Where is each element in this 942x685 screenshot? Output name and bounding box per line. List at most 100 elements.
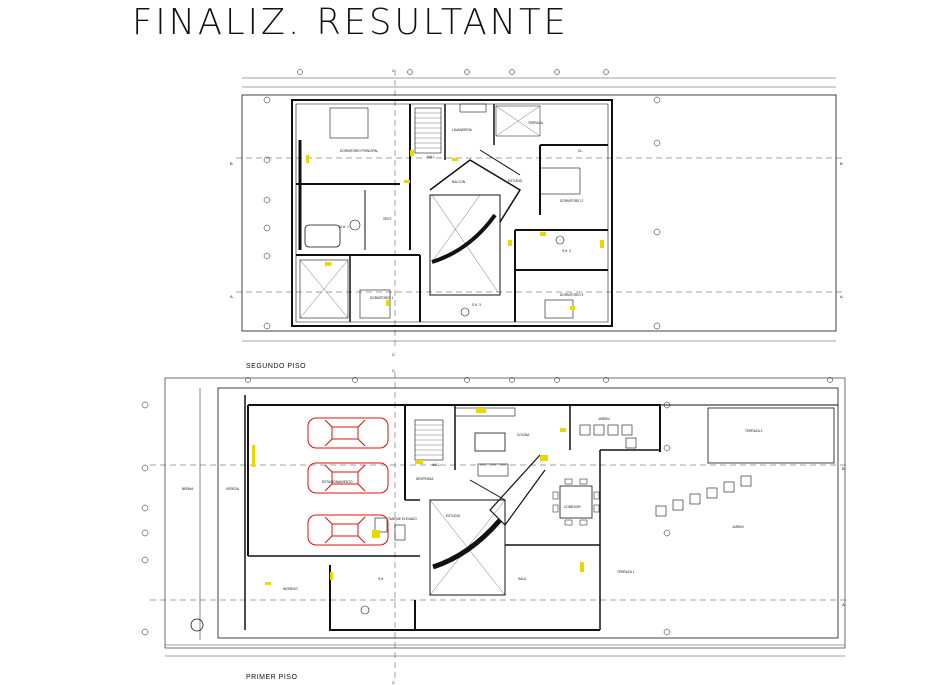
room-label: LAVANDERIA xyxy=(452,128,473,132)
toilet-icon xyxy=(460,307,470,317)
section-mark-a-left: A xyxy=(230,294,233,299)
axis-bubble xyxy=(663,628,671,636)
axis-bubble xyxy=(141,401,149,409)
axis-bubble xyxy=(263,224,271,232)
axis-bubble xyxy=(141,556,149,564)
room-label: SALA xyxy=(518,577,527,581)
section-mark-b-right: B xyxy=(840,161,843,166)
axis-bubble xyxy=(509,69,515,75)
drawing-title: FINALIZ. RESULTANTE xyxy=(132,2,569,43)
stepping-stone xyxy=(689,493,701,505)
upper-terrace-cross xyxy=(495,105,541,137)
room-label: ESTUDIO xyxy=(508,179,523,183)
stepping-stone xyxy=(625,437,637,449)
room-label: TERRAZA 1 xyxy=(617,570,635,574)
axis-bubble xyxy=(263,322,271,330)
lower-section-markers: B A C C xyxy=(392,368,845,685)
lower-building-wall xyxy=(414,600,600,631)
upper-stair-cross xyxy=(431,194,499,293)
bathtub-icon xyxy=(304,224,341,248)
bed-icon xyxy=(329,107,369,139)
door-mark xyxy=(330,572,333,580)
stepping-stone xyxy=(740,475,752,487)
lower-doors xyxy=(252,408,584,585)
upper-stair-void xyxy=(429,194,501,296)
section-mark-c-bottom: C xyxy=(392,352,395,357)
axis-bubble xyxy=(464,69,470,75)
axis-bubble xyxy=(263,196,271,204)
upper-void-cross xyxy=(299,259,349,319)
axis-bubble xyxy=(141,464,149,472)
axis-bubble xyxy=(509,377,515,383)
axis-bubble xyxy=(141,529,149,537)
stepping-stone xyxy=(723,481,735,493)
axis-bubble xyxy=(653,96,661,104)
lower-lot-outline xyxy=(164,377,846,649)
stepping-stone xyxy=(593,424,605,436)
room-label: INGRESO xyxy=(283,587,298,591)
axis-bubble xyxy=(653,228,661,236)
lower-building-wall xyxy=(329,565,415,631)
door-mark xyxy=(265,582,271,585)
chair-icon xyxy=(552,504,559,513)
lower-diagonal-wall xyxy=(489,454,546,526)
door-mark xyxy=(508,240,512,246)
room-label: HALL xyxy=(432,463,440,467)
door-mark xyxy=(600,240,604,248)
door-mark xyxy=(252,445,255,467)
door-mark xyxy=(404,180,410,183)
axis-bubble xyxy=(827,377,833,383)
room-label: COMEDOR xyxy=(564,505,581,509)
axis-bubble xyxy=(263,252,271,260)
upper-balcony-diagonal xyxy=(479,149,521,176)
room-label: TERRAZA xyxy=(528,121,544,125)
upper-service-stair-treads xyxy=(415,112,441,149)
axis-bubble xyxy=(653,322,661,330)
axis-bubble xyxy=(245,377,251,383)
bed-icon xyxy=(359,289,391,319)
stepping-stone xyxy=(621,424,633,436)
chair-icon xyxy=(564,478,573,485)
upper-doors xyxy=(306,150,604,310)
axis-bubble xyxy=(554,69,560,75)
section-mark-a-right: A xyxy=(842,602,845,607)
pantry-box xyxy=(477,463,509,477)
tank-box xyxy=(374,517,388,533)
stepping-stone xyxy=(672,499,684,511)
door-mark xyxy=(410,150,414,156)
upper-section-markers: B B A A C C xyxy=(230,68,843,357)
door-mark xyxy=(372,530,380,538)
room-label: VEST. xyxy=(383,217,392,221)
north-arrow-icon xyxy=(190,618,204,632)
axis-bubble xyxy=(263,156,271,164)
chair-icon xyxy=(564,519,573,526)
upper-axis-bubbles xyxy=(263,69,661,330)
room-label: HALL xyxy=(427,155,435,159)
section-mark-c-bottom: C xyxy=(392,680,395,685)
lower-axis-bubbles xyxy=(141,377,833,636)
stepping-stone xyxy=(607,424,619,436)
chair-icon xyxy=(552,491,559,500)
bed-icon xyxy=(539,167,581,195)
door-mark xyxy=(580,562,584,572)
lower-room-labels: ESTACIONAMIENTO COCINA COMEDOR JARDIN JA… xyxy=(182,417,763,591)
chair-icon xyxy=(593,491,600,500)
axis-bubble xyxy=(407,69,413,75)
room-label: COCINA xyxy=(517,433,530,437)
upper-stair-flight xyxy=(431,213,497,264)
room-label: DORMITORIO 1 xyxy=(370,296,394,300)
axis-bubble xyxy=(263,96,271,104)
upper-room-labels: DORMITORIO PRINCIPAL LAVANDERIA TERRAZA … xyxy=(340,121,584,307)
room-label: ESTACIONAMIENTO xyxy=(322,480,353,484)
stepping-stone xyxy=(655,505,667,517)
section-mark-c-top: C xyxy=(392,368,395,373)
door-mark xyxy=(540,232,546,236)
room-label: DORMITORIO PRINCIPAL xyxy=(340,149,378,153)
lower-stair-flight xyxy=(432,518,502,570)
axis-bubble xyxy=(653,139,661,147)
kitchen-island xyxy=(474,432,506,452)
parking-cars xyxy=(307,417,389,546)
toilet-icon xyxy=(360,605,370,615)
tank-box xyxy=(394,524,406,541)
room-label: JARDIN xyxy=(732,525,744,529)
